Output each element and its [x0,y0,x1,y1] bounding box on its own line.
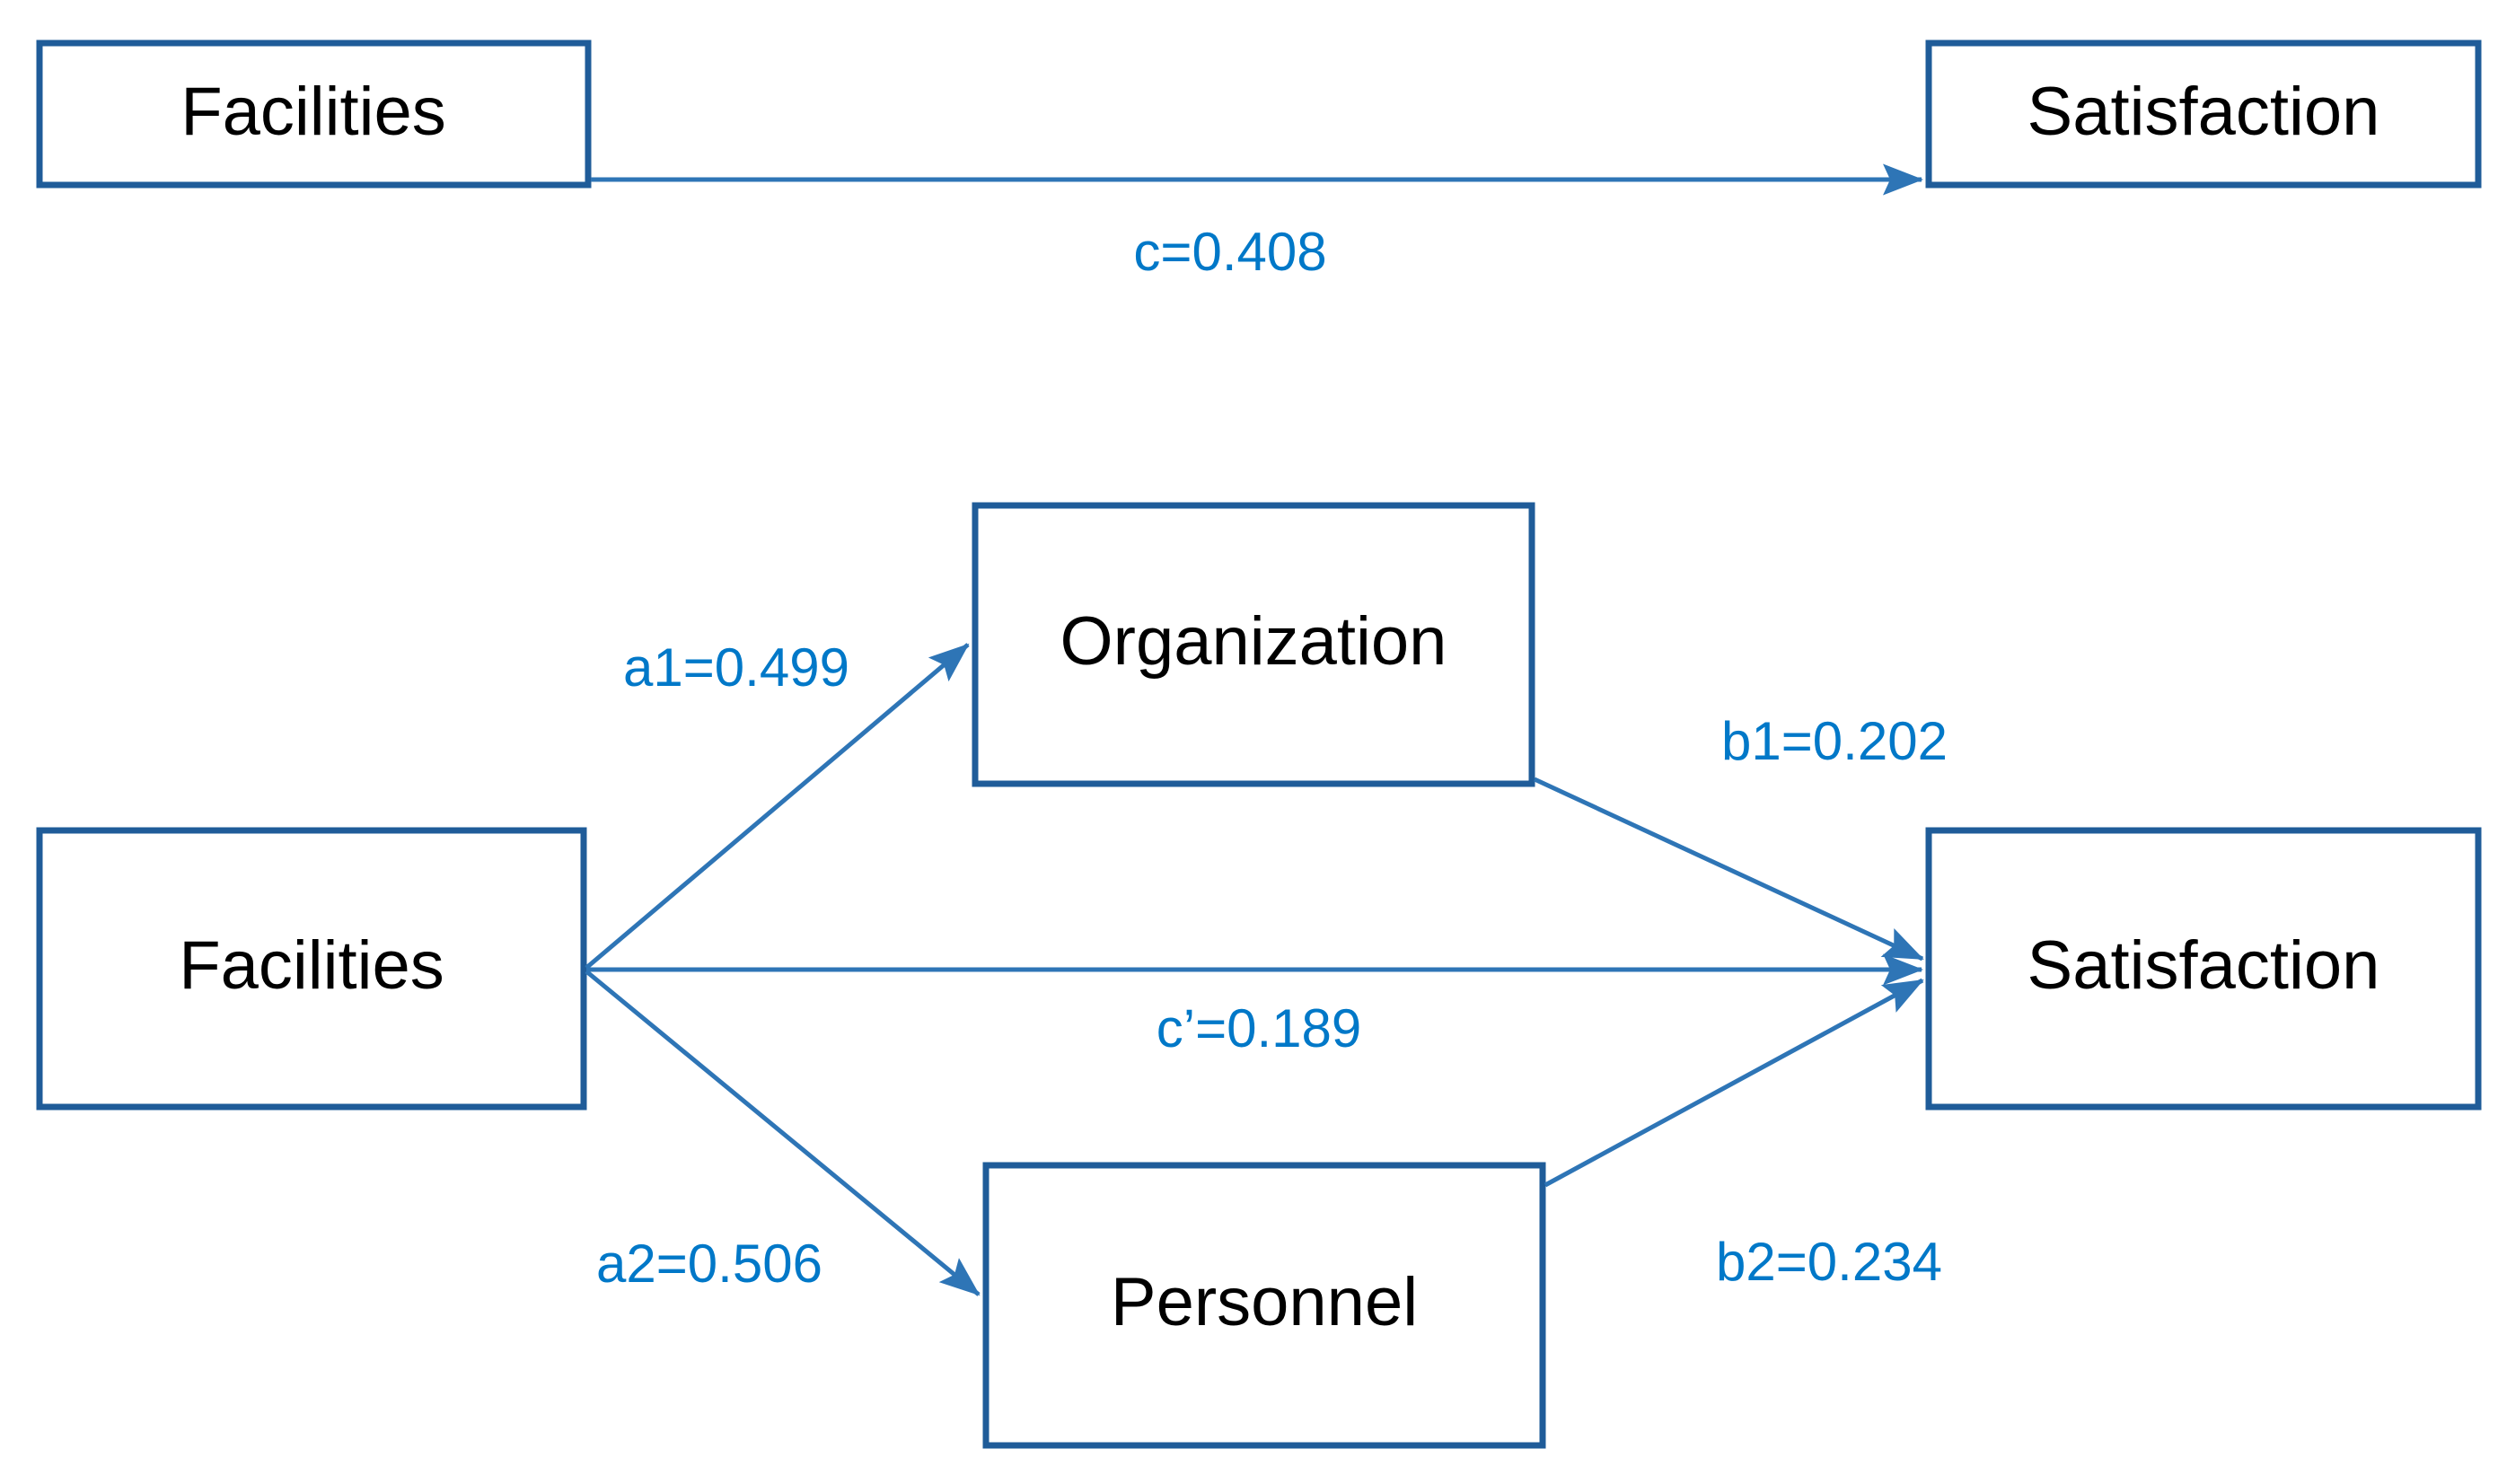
node-satisfaction-top-box[interactable] [1925,40,2482,189]
panel-total-effect-model: Facilities Satisfaction c=0.408 [36,40,2482,282]
node-organization-label: Organization [1060,603,1447,680]
node-personnel[interactable]: Personnel [982,1162,1546,1449]
edge-b1-arrow [1533,777,1924,962]
edge-c-prime-label: c’=0.189 [1157,998,1362,1058]
node-satisfaction-top[interactable]: Satisfaction [1925,40,2482,189]
edge-b1-label: b1=0.202 [1721,711,1948,771]
edge-a2-arrow [585,970,981,1296]
edge-b2-arrow [1544,978,1924,1188]
edge-a1-arrow [585,643,970,970]
node-satisfaction-bottom[interactable]: Satisfaction [1925,827,2482,1111]
node-facilities-top-box[interactable] [36,40,592,189]
node-facilities-bottom-box[interactable] [36,827,587,1111]
node-facilities-bottom[interactable]: Facilities [36,827,587,1111]
edge-a2-label: a2=0.506 [596,1234,822,1294]
node-organization-box[interactable] [972,502,1535,787]
panel-mediation-model: Facilities Organization Personnel Satisf… [36,502,2482,1449]
node-facilities-top-label: Facilities [180,74,446,150]
edge-a1-label: a1=0.499 [623,637,849,698]
node-personnel-box[interactable] [982,1162,1546,1449]
node-facilities-top[interactable]: Facilities [36,40,592,189]
edge-c-label: c=0.408 [1133,222,1326,282]
node-personnel-label: Personnel [1111,1264,1418,1340]
node-satisfaction-bottom-label: Satisfaction [2027,927,2380,1004]
edge-b2-label: b2=0.234 [1716,1232,1942,1292]
node-satisfaction-top-label: Satisfaction [2027,74,2380,150]
node-satisfaction-bottom-box[interactable] [1925,827,2482,1111]
node-organization[interactable]: Organization [972,502,1535,787]
node-facilities-bottom-label: Facilities [179,927,444,1004]
